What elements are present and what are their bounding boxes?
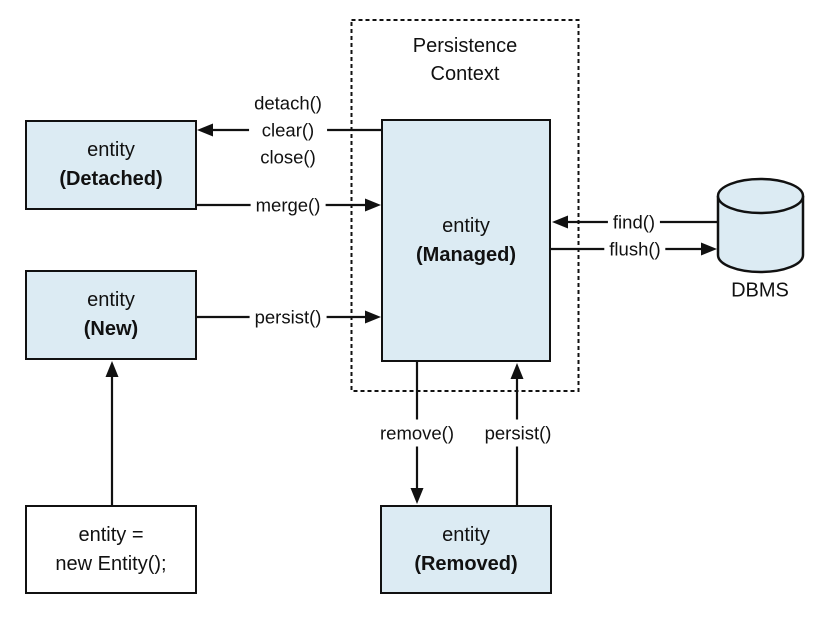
- persist-removed-label: persist(): [479, 419, 557, 447]
- persistence-context-title: Persistence Context: [413, 32, 518, 88]
- merge-label: merge(): [250, 191, 326, 219]
- dbms-cylinder: [716, 177, 805, 274]
- detached-entity-state: (Detached): [59, 168, 163, 190]
- new-instance-arrow: [105, 361, 119, 505]
- removed-entity-name: entity: [442, 523, 490, 546]
- persistence-context-title-line1: Persistence: [412, 35, 518, 57]
- managed-entity-state: (Managed): [416, 243, 516, 266]
- new-entity-code-box: entity = new Entity();: [25, 505, 197, 594]
- removed-entity-state: (Removed): [414, 552, 518, 575]
- new-entity-name: entity: [87, 289, 135, 311]
- persist-new-label: persist(): [249, 303, 327, 331]
- find-label: find(): [607, 208, 661, 236]
- new-entity-state: (New): [83, 318, 139, 340]
- close-label: close(): [260, 146, 316, 168]
- managed-entity-name: entity: [442, 214, 490, 237]
- persistence-context-title-line2: Context: [430, 63, 500, 85]
- removed-entity-box: entity (Removed): [380, 505, 552, 594]
- code-line2: new Entity();: [55, 552, 167, 575]
- remove-label: remove(): [374, 419, 460, 447]
- code-line1: entity =: [78, 523, 144, 546]
- detached-entity-box: entity (Detached): [25, 120, 197, 210]
- detach-clear-close-label: detach() clear() close(): [249, 89, 327, 171]
- new-entity-box: entity (New): [25, 270, 197, 360]
- dbms-label: DBMS: [731, 279, 789, 302]
- detached-entity-name: entity: [87, 139, 135, 161]
- clear-label: clear(): [261, 119, 315, 141]
- managed-entity-box: entity (Managed): [381, 119, 551, 362]
- detach-label: detach(): [254, 92, 322, 114]
- flush-label: flush(): [604, 235, 666, 263]
